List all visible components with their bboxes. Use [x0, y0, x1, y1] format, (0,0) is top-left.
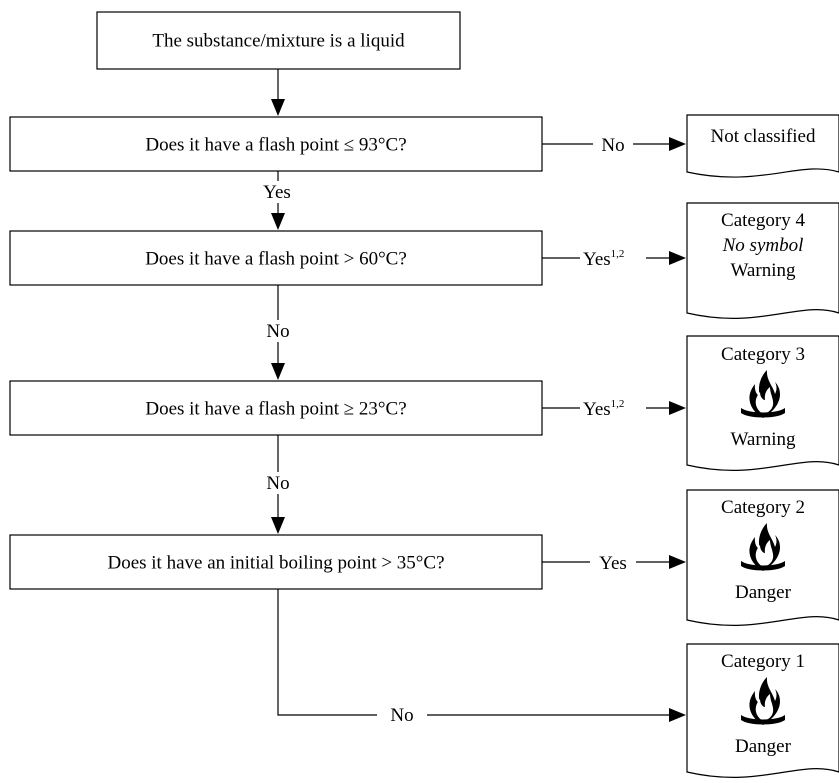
connector-q4-no-to-category-1	[277, 589, 686, 722]
outcome-signal-word: Warning	[731, 429, 796, 450]
outcome-title: Category 1	[721, 651, 805, 672]
decision-box-boiling-point-35: Does it have an initial boiling point > …	[9, 534, 543, 590]
edge-label-q4-yes: Yes	[599, 553, 627, 574]
start-text: The substance/mixture is a liquid	[152, 31, 405, 52]
edge-label-q1-no: No	[601, 135, 624, 156]
outcome-symbol-note: No symbol	[722, 235, 804, 256]
decision-box-flash-point-23: Does it have a flash point ≥ 23°C?	[9, 380, 543, 436]
outcome-signal-word: Danger	[735, 736, 792, 757]
outcome-not-classified: Not classified	[686, 114, 839, 178]
question-text: Does it have a flash point > 60°C?	[145, 249, 407, 270]
edge-label-q2-no: No	[266, 321, 289, 342]
connector-start-to-q1	[271, 69, 285, 116]
outcome-category-1: Category 1 Danger	[686, 643, 839, 778]
decision-box-flash-point-93: Does it have a flash point ≤ 93°C?	[9, 116, 543, 172]
outcome-signal-word: Warning	[731, 260, 796, 281]
edge-label-q3-yes: Yes1,2	[583, 398, 624, 420]
edge-label-q2-yes: Yes1,2	[583, 248, 624, 270]
outcome-category-2: Category 2 Danger	[686, 489, 839, 626]
outcome-category-3: Category 3 Warning	[686, 335, 839, 471]
question-text: Does it have a flash point ≤ 93°C?	[145, 135, 406, 156]
decision-box-flash-point-60: Does it have a flash point > 60°C?	[9, 230, 543, 286]
question-text: Does it have an initial boiling point > …	[107, 553, 444, 574]
start-box: The substance/mixture is a liquid	[96, 11, 461, 70]
outcome-title: Category 2	[721, 497, 805, 518]
outcome-title: Not classified	[710, 126, 816, 147]
question-text: Does it have a flash point ≥ 23°C?	[145, 399, 406, 420]
outcome-title: Category 3	[721, 344, 805, 365]
edge-label-q1-yes: Yes	[263, 182, 291, 203]
outcome-signal-word: Danger	[735, 582, 792, 603]
outcome-category-4: Category 4 No symbol Warning	[686, 202, 839, 319]
edge-label-q4-no: No	[390, 705, 413, 726]
edge-label-q3-no: No	[266, 473, 289, 494]
outcome-title: Category 4	[721, 210, 805, 231]
